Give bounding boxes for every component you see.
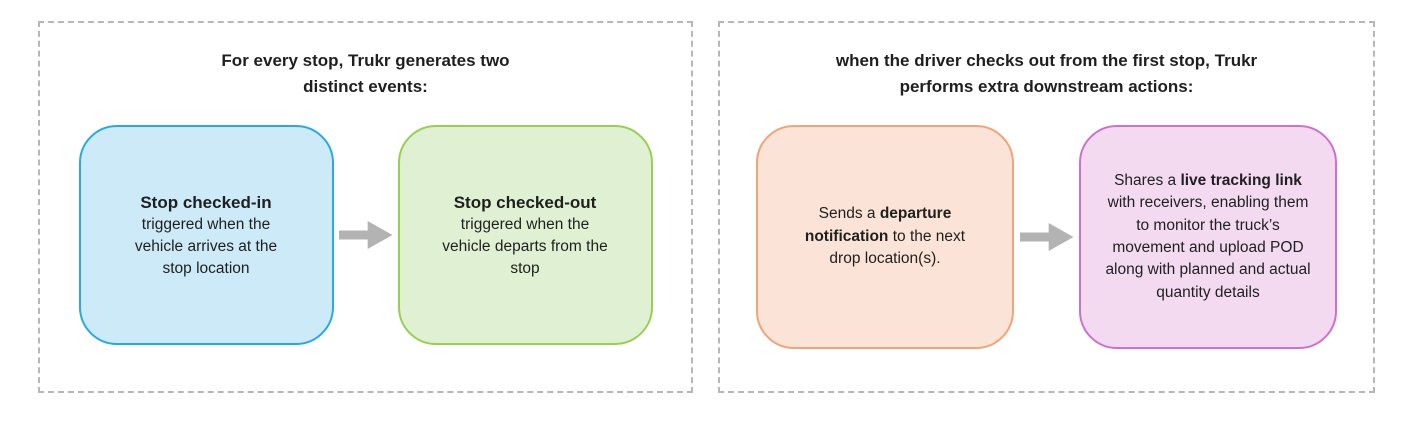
panel-downstream-actions: when the driver checks out from the firs… xyxy=(718,21,1375,393)
text-segment: Shares a xyxy=(1114,171,1181,189)
box-body: Sends a departure notification to the ne… xyxy=(758,203,1012,270)
text-segment: with receivers, enabling them to monitor… xyxy=(1105,194,1311,301)
box-stop-checked-out: Stop checked-out triggered when the vehi… xyxy=(397,125,653,345)
box-stop-checked-in: Stop checked-in triggered when the vehic… xyxy=(78,125,334,345)
panel-stop-events: For every stop, Trukr generates two dist… xyxy=(38,21,693,393)
box-heading: Stop checked-in xyxy=(140,192,272,212)
text-segment-bold: departure notification xyxy=(804,205,952,245)
panel-title: when the driver checks out from the firs… xyxy=(835,51,1258,96)
boxes-row: Sends a departure notification to the ne… xyxy=(756,125,1337,349)
boxes-row: Stop checked-in triggered when the vehic… xyxy=(78,125,653,345)
panel-title: For every stop, Trukr generates two dist… xyxy=(221,51,510,96)
text-segment-bold: live tracking link xyxy=(1180,171,1302,189)
box-body: triggered when the vehicle departs from … xyxy=(442,216,608,277)
box-heading: Stop checked-out xyxy=(453,192,597,212)
box-body: triggered when the vehicle arrives at th… xyxy=(134,216,278,277)
box-live-tracking-link: Shares a live tracking link with receive… xyxy=(1079,125,1337,349)
text-segment: to the next drop location(s). xyxy=(829,227,966,268)
arrow-right-icon xyxy=(1019,223,1074,251)
box-departure-notification: Sends a departure notification to the ne… xyxy=(756,125,1014,349)
box-body: Shares a live tracking link with receive… xyxy=(1081,170,1335,305)
text-segment: Sends a xyxy=(818,205,880,223)
arrow-right-icon xyxy=(338,221,393,249)
